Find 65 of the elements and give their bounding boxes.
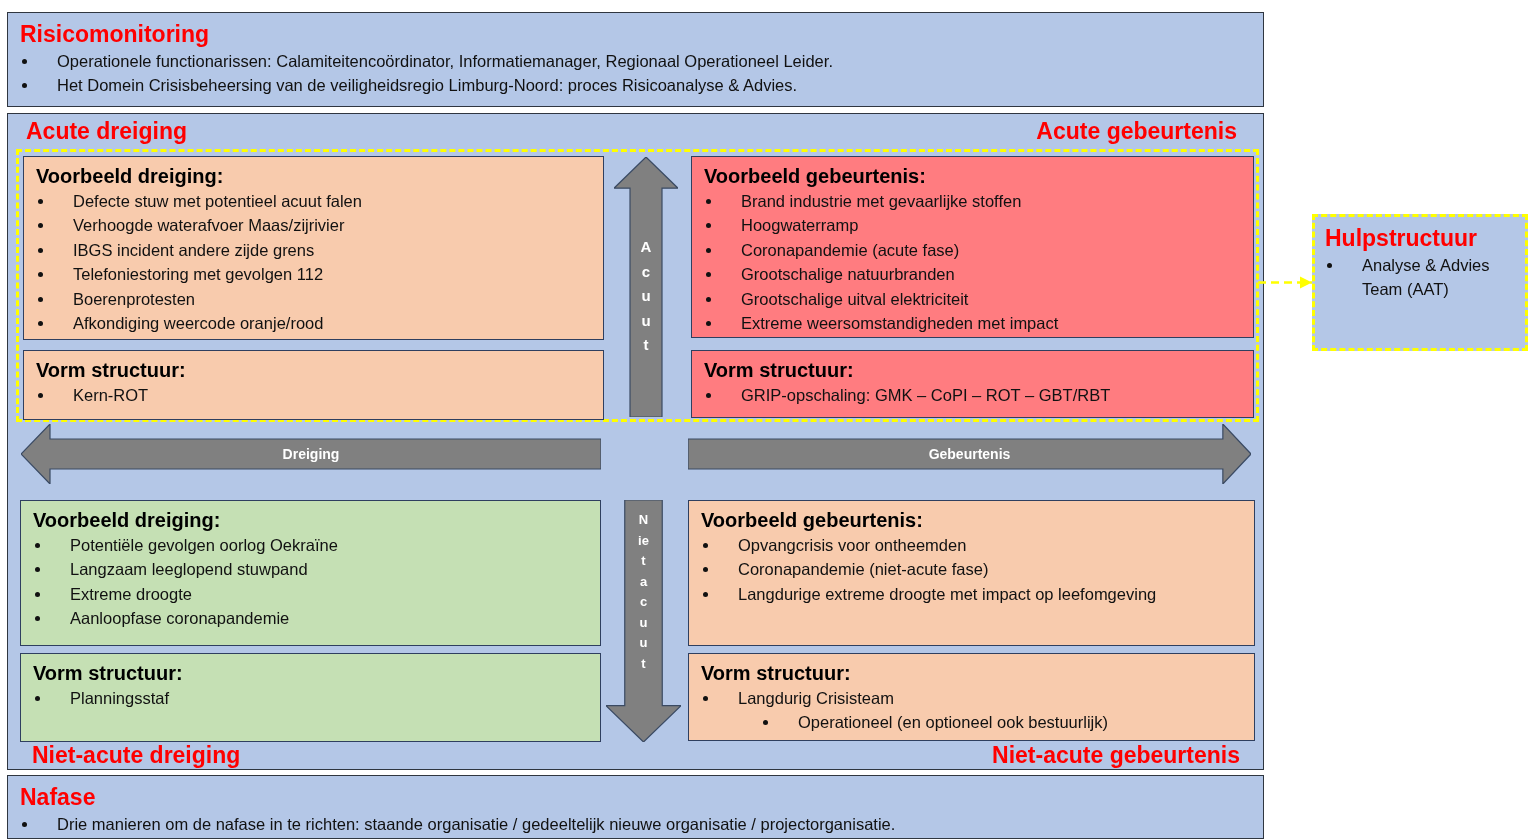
- list-item: Planningsstaf: [70, 688, 171, 709]
- list-item: Extreme droogte: [70, 583, 193, 605]
- box-heading: Vorm structuur:: [701, 661, 852, 686]
- list-item: IBGS incident andere zijde grens: [73, 239, 316, 261]
- text-box: [20, 653, 601, 742]
- panel: [7, 113, 1264, 770]
- list-item: Grootschalige natuurbranden: [741, 264, 956, 286]
- dashed-region: [16, 149, 1259, 422]
- list-item: Aanloopfase coronapandemie: [70, 608, 291, 630]
- right-arrow: [688, 424, 1251, 484]
- left-arrow: [21, 424, 601, 484]
- list-item: Langdurige extreme droogte met impact op leefomgeving: [738, 583, 1158, 605]
- corner-heading: Niet-acute gebeurtenis: [992, 741, 1240, 769]
- list-item: Defecte stuw met potentieel acuut falen: [73, 191, 363, 212]
- panel: [1312, 214, 1528, 351]
- box-heading: Voorbeeld dreiging:: [36, 164, 225, 189]
- up-arrow: [614, 157, 678, 417]
- panel: [7, 775, 1264, 839]
- list-item: Brand industrie met gevaarlijke stoffen: [741, 191, 1023, 212]
- list-item: Hoogwaterramp: [741, 215, 860, 237]
- arrow-label: Gebeurtenis: [927, 445, 1012, 463]
- list-item: Langdurig Crisisteam: [738, 688, 895, 709]
- text-box: [691, 156, 1254, 338]
- text-box: [688, 653, 1255, 741]
- text-box: [23, 156, 604, 340]
- list-item: Operationeel (en optioneel ook bestuurlijk): [798, 712, 1110, 734]
- corner-heading: Acute dreiging: [26, 117, 187, 145]
- list-item: Opvangcrisis voor ontheemden: [738, 535, 968, 556]
- arrow-label: Niet acuut: [637, 511, 650, 673]
- list-item: Extreme weersomstandigheden met impact: [741, 313, 1060, 335]
- text-box: [691, 350, 1254, 418]
- list-item: Operationele functionarissen: Calamiteitencoördinator, Informatiemanager, Regionaal Operationeel Leider.: [57, 51, 834, 72]
- text-box: [688, 500, 1255, 646]
- arrow-label: Acuut: [640, 237, 652, 355]
- list-item: Coronapandemie (niet-acute fase): [738, 559, 990, 581]
- box-heading: Vorm structuur:: [33, 661, 184, 686]
- box-heading: Voorbeeld gebeurtenis:: [704, 164, 927, 189]
- list-item: Potentiële gevolgen oorlog Oekraïne: [70, 535, 339, 556]
- corner-heading: Niet-acute dreiging: [32, 741, 241, 769]
- box-heading: Vorm structuur:: [704, 358, 855, 383]
- list-item: Kern-ROT: [73, 385, 150, 406]
- list-item: Het Domein Crisisbeheersing van de veiligheidsregio Limburg-Noord: proces Risicoanalyse & Advies.: [57, 75, 799, 97]
- panel-heading: Risicomonitoring: [20, 20, 211, 49]
- text-box: [23, 350, 604, 420]
- list-item: Afkondiging weercode oranje/rood: [73, 313, 325, 335]
- text-box: [20, 500, 601, 646]
- panel-heading: Hulpstructuur: [1325, 224, 1479, 253]
- box-heading: Voorbeeld gebeurtenis:: [701, 508, 924, 533]
- panel-heading: Nafase: [20, 783, 97, 812]
- list-item: Telefoniestoring met gevolgen 112: [73, 264, 325, 286]
- list-item: Verhoogde waterafvoer Maas/zijrivier: [73, 215, 346, 237]
- box-heading: Vorm structuur:: [36, 358, 187, 383]
- arrow: [1258, 276, 1312, 289]
- list-item: Coronapandemie (acute fase): [741, 239, 961, 261]
- list-item: Analyse & Advies Team (AAT): [1362, 255, 1491, 301]
- list-item: Drie manieren om de nafase in te richten: staande organisatie / gedeeltelijk nieuwe organisatie / projectorganisatie.: [57, 814, 897, 835]
- corner-heading: Acute gebeurtenis: [1036, 117, 1237, 145]
- box-heading: Voorbeeld dreiging:: [33, 508, 222, 533]
- list-item: GRIP-opschaling: GMK – CoPI – ROT – GBT/RBT: [741, 385, 1112, 406]
- down-arrow: [606, 500, 681, 742]
- panel: [7, 12, 1264, 107]
- arrow-label: Dreiging: [281, 445, 341, 463]
- list-item: Boerenprotesten: [73, 288, 196, 310]
- list-item: Langzaam leeglopend stuwpand: [70, 559, 309, 581]
- list-item: Grootschalige uitval elektriciteit: [741, 288, 970, 310]
